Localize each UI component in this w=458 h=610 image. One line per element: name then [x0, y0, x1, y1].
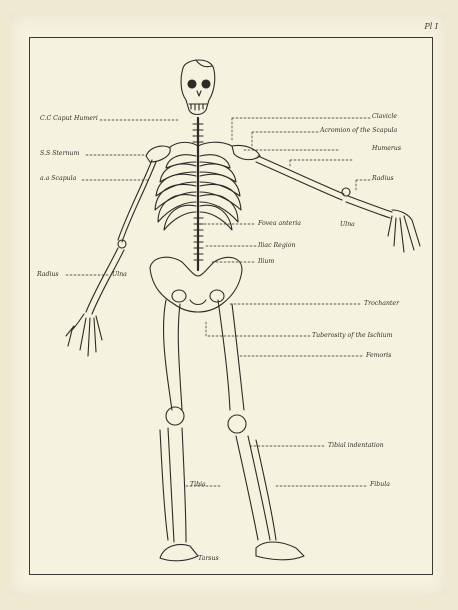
label-acromion: Acromion of the Scapula	[320, 128, 397, 134]
label-femur: Femoris	[366, 353, 391, 359]
label-ilium: Ilium	[258, 259, 274, 265]
arm-left	[66, 160, 156, 356]
arm-right	[256, 156, 420, 252]
pelvis	[150, 257, 242, 312]
label-tarsus: Tarsus	[198, 556, 219, 562]
label-radius-right: Radius	[372, 176, 394, 182]
label-radius-left: Radius	[37, 272, 59, 278]
label-sternum: S.S Sternum	[40, 151, 79, 157]
label-trochanter: Trochanter	[364, 301, 399, 307]
skull	[181, 60, 215, 115]
label-tuberosity: Tuberosity of the Ischium	[312, 333, 393, 339]
label-fibula: Fibula	[370, 482, 390, 488]
leg-left	[160, 300, 198, 561]
label-clavicle: Clavicle	[372, 114, 397, 120]
label-tibial-indentation: Tibial indentation	[328, 443, 384, 449]
label-fovea-anterior: Fovea anteria	[258, 221, 301, 227]
label-humerus: Humerus	[372, 146, 401, 152]
label-ulna-left: Ulna	[112, 272, 127, 278]
label-ulna-right: Ulna	[340, 222, 355, 228]
label-scapula: a.a Scapula	[40, 176, 76, 182]
label-iliac-region: Iliac Region	[258, 243, 296, 249]
leg-right	[218, 300, 304, 560]
label-caput-humeri: C.C Caput Humeri	[40, 116, 98, 122]
shoulders	[146, 142, 260, 162]
label-tibia: Tibia	[190, 482, 206, 488]
